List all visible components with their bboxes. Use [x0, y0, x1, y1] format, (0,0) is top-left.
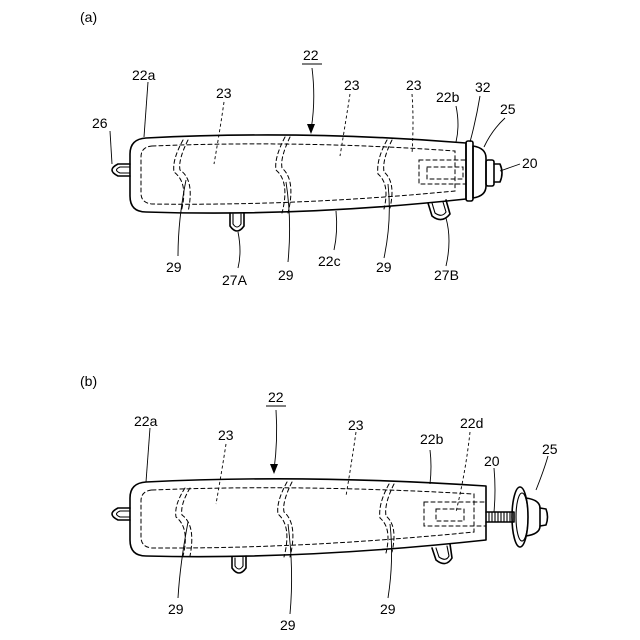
- line-eye-b: [112, 508, 130, 520]
- label-a-22: 22: [303, 47, 319, 63]
- hanger-27a: [230, 213, 244, 231]
- label-b-22b: 22b: [420, 431, 444, 447]
- label-a-27a: 27A: [222, 272, 248, 288]
- figure-b: (b): [80, 373, 558, 633]
- label-b-29-2: 29: [280, 617, 296, 633]
- figure-a-caption: (a): [80, 9, 97, 25]
- label-a-29-3: 29: [376, 259, 392, 275]
- lure-body-a: [130, 135, 466, 213]
- label-a-23-1: 23: [216, 85, 232, 101]
- hanger-b-front: [232, 556, 246, 573]
- screw-20-b: [486, 512, 514, 522]
- label-a-22b: 22b: [436, 89, 460, 105]
- tail-assembly-a: [466, 141, 502, 201]
- label-a-22c: 22c: [318, 253, 341, 269]
- line-eye-a: [112, 164, 130, 176]
- label-a-23-2: 23: [344, 77, 360, 93]
- label-b-23-1: 23: [218, 427, 234, 443]
- hanger-b-rear: [432, 544, 452, 564]
- label-a-20: 20: [522, 155, 538, 171]
- figure-b-caption: (b): [80, 373, 97, 389]
- label-a-27b: 27B: [434, 267, 459, 283]
- label-b-22a: 22a: [134, 413, 158, 429]
- label-a-23-3: 23: [406, 77, 422, 93]
- cap-25-b: [512, 487, 548, 547]
- label-b-29-1: 29: [168, 601, 184, 617]
- label-a-32: 32: [475, 79, 491, 95]
- figure-a: (a): [80, 9, 538, 288]
- label-a-25: 25: [500, 101, 516, 117]
- label-b-25: 25: [542, 441, 558, 457]
- label-a-29-1: 29: [166, 259, 182, 275]
- label-b-23-2: 23: [348, 417, 364, 433]
- label-b-22d: 22d: [460, 415, 483, 431]
- label-b-22: 22: [268, 389, 284, 405]
- label-a-26: 26: [92, 115, 108, 131]
- label-a-22a: 22a: [132, 67, 156, 83]
- label-b-20: 20: [484, 453, 500, 469]
- label-b-29-3: 29: [380, 601, 396, 617]
- label-a-29-2: 29: [278, 267, 294, 283]
- rib-group-a: [174, 137, 392, 213]
